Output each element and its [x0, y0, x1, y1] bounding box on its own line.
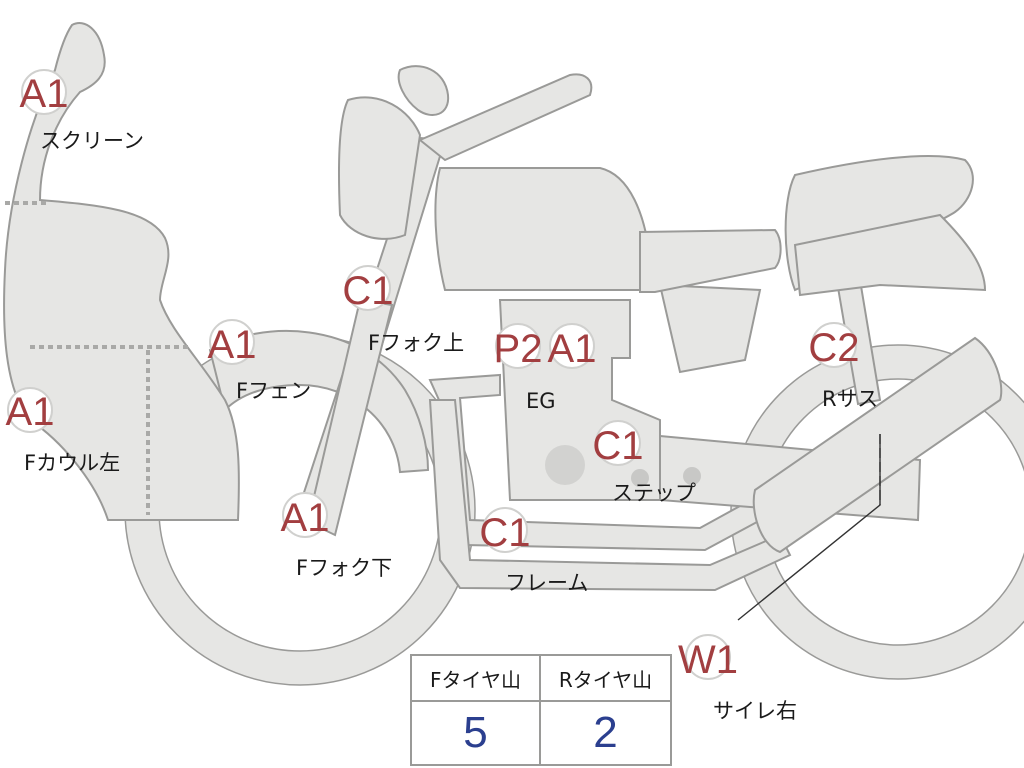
badge-engine[interactable]: P2 EG [494, 323, 556, 413]
footpeg-right [683, 467, 701, 485]
badge-label: ステップ [612, 481, 696, 505]
badge-frame[interactable]: C1 フレーム [479, 507, 588, 595]
badge-label: Fフォク下 [296, 556, 392, 580]
tire-tread-table: Fタイヤ山 Rタイヤ山 5 2 [410, 654, 672, 766]
side-cover [639, 228, 782, 293]
badge-code: A1 [281, 496, 330, 540]
badge-label: Fフォク上 [368, 331, 464, 355]
badge-code: C2 [808, 326, 859, 370]
badge-label: フレーム [505, 571, 588, 595]
badge-code: C1 [479, 511, 530, 555]
footpeg-left [631, 469, 649, 487]
badge-code: A1 [6, 390, 55, 434]
front-cowl [3, 22, 240, 521]
badge-step[interactable]: C1 ステップ [592, 420, 696, 505]
badge-f-fork-lower[interactable]: A1 Fフォク下 [281, 492, 393, 580]
badge-code: C1 [342, 269, 393, 313]
badge-engine-a1[interactable]: A1 [548, 323, 597, 371]
badge-f-fork-upper[interactable]: C1 Fフォク上 [342, 265, 464, 355]
badge-r-suspension[interactable]: C2 Rサス [808, 322, 878, 411]
badge-f-fender[interactable]: A1 Fフェン [208, 319, 312, 403]
badge-code: A1 [208, 323, 257, 367]
front-tire-value: 5 [412, 702, 541, 764]
badge-code: A1 [20, 72, 69, 116]
front-tire-header: Fタイヤ山 [412, 656, 541, 702]
badge-code: P2 [494, 327, 543, 371]
badge-f-cowl-left[interactable]: A1 Fカウル左 [6, 387, 121, 475]
badge-code: A1 [548, 327, 597, 371]
mirror [397, 65, 450, 116]
badge-code: C1 [592, 424, 643, 468]
badge-label: Rサス [822, 387, 878, 411]
rear-tire-header: Rタイヤ山 [541, 656, 670, 702]
rear-tire-value: 2 [593, 708, 618, 757]
badge-screen[interactable]: A1 スクリーン [20, 69, 144, 153]
badge-label: Fフェン [236, 379, 311, 403]
badge-label: EG [526, 389, 556, 413]
badge-label: サイレ右 [713, 699, 797, 723]
badge-code: W1 [678, 638, 738, 682]
engine-cover [545, 445, 585, 485]
badge-label: Fカウル左 [24, 451, 120, 475]
headlight [337, 96, 422, 240]
badge-silencer-right[interactable]: W1 サイレ右 [678, 634, 797, 723]
tail-cowl [793, 213, 987, 297]
muffler [752, 336, 1003, 554]
rear-frame [658, 283, 762, 374]
handlebar [418, 73, 593, 162]
badge-label: スクリーン [40, 129, 144, 153]
fuel-tank [434, 167, 651, 291]
